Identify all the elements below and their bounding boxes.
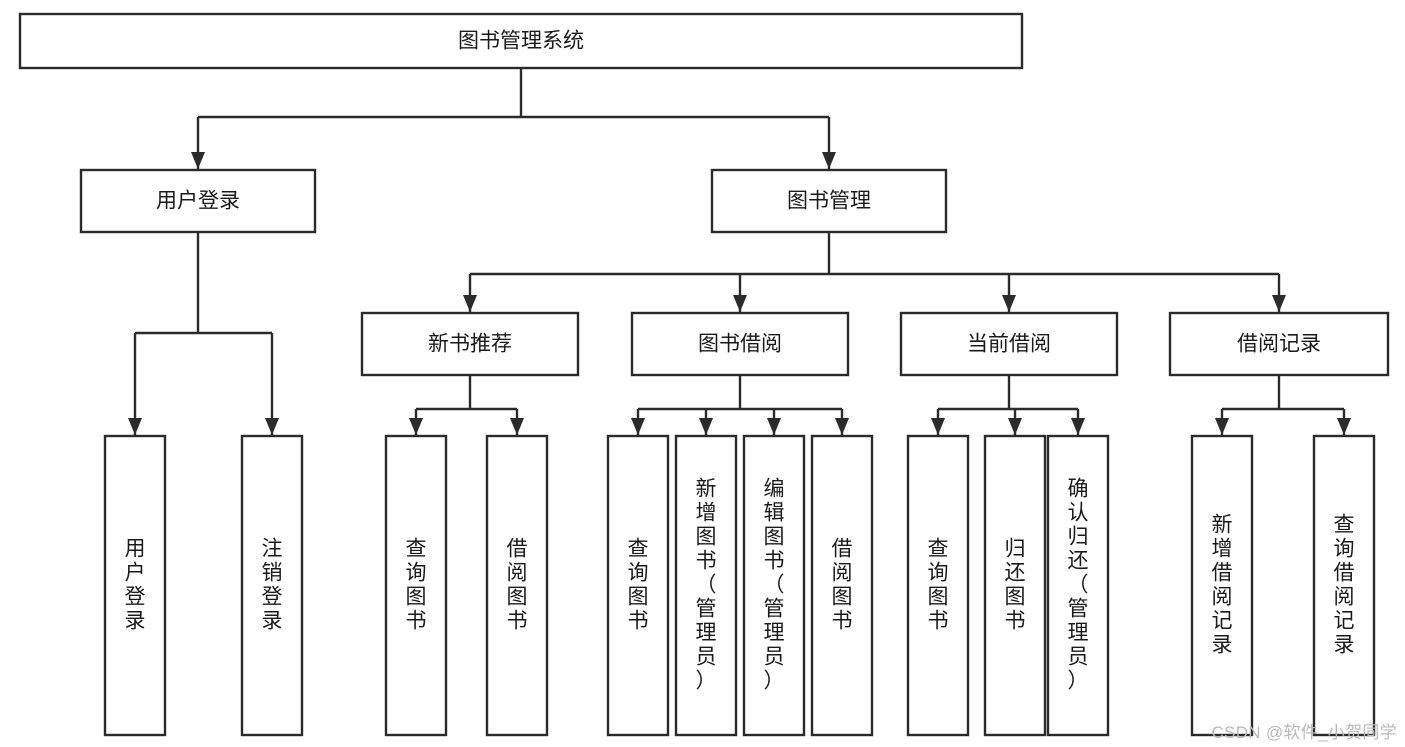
leaf-node-6[interactable]: 编辑图书（管理员） — [742, 434, 806, 737]
level3-node-label: 借阅记录 — [1237, 333, 1321, 356]
root-node-rect[interactable] — [18, 12, 1024, 70]
leaf-node-rect[interactable] — [240, 434, 304, 737]
leaf-node-label: 注销登录 — [262, 538, 283, 633]
level3-node-rect[interactable] — [360, 311, 580, 377]
leaf-node-label: 新增图书（管理员） — [696, 478, 717, 693]
leaf-node-3[interactable]: 借阅图书 — [485, 434, 549, 737]
leaf-node-rect[interactable] — [674, 434, 738, 737]
level3-node-label: 图书借阅 — [698, 333, 782, 356]
level2-node-label: 图书管理 — [787, 190, 871, 213]
leaf-node-rect[interactable] — [606, 434, 670, 737]
arrow-head-icon — [1071, 418, 1085, 435]
level3-node-3[interactable]: 借阅记录 — [1168, 311, 1390, 377]
leaf-node-label: 查询图书 — [628, 538, 649, 633]
leaf-node-label: 查询图书 — [406, 538, 427, 633]
arrow-head-icon — [1008, 418, 1022, 435]
leaf-node-11[interactable]: 新增借阅记录 — [1190, 434, 1254, 737]
leaf-node-8[interactable]: 查询图书 — [906, 434, 970, 737]
leaf-node-4[interactable]: 查询图书 — [606, 434, 670, 737]
level3-node-label: 新书推荐 — [428, 333, 512, 356]
leaf-node-7[interactable]: 借阅图书 — [810, 434, 874, 737]
leaf-node-label: 确认归还（管理员） — [1068, 478, 1089, 693]
leaf-node-12[interactable]: 查询借阅记录 — [1312, 434, 1376, 737]
leaf-node-rect[interactable] — [1190, 434, 1254, 737]
leaf-node-rect[interactable] — [103, 434, 167, 737]
level2-node-rect[interactable] — [79, 168, 317, 234]
leaf-node-9[interactable]: 归还图书 — [983, 434, 1047, 737]
level2-node-rect[interactable] — [710, 168, 948, 234]
leaf-node-2[interactable]: 查询图书 — [384, 434, 448, 737]
arrow-head-icon — [128, 418, 142, 435]
root-node-0[interactable]: 图书管理系统 — [18, 12, 1024, 70]
leaf-node-label: 借阅图书 — [832, 538, 853, 633]
leaf-node-1[interactable]: 注销登录 — [240, 434, 304, 737]
level3-node-2[interactable]: 当前借阅 — [899, 311, 1119, 377]
arrow-head-icon — [265, 418, 279, 435]
arrow-head-icon — [1272, 295, 1286, 312]
leaf-node-rect[interactable] — [906, 434, 970, 737]
level3-node-rect[interactable] — [1168, 311, 1390, 377]
level3-node-1[interactable]: 图书借阅 — [630, 311, 850, 377]
level3-node-0[interactable]: 新书推荐 — [360, 311, 580, 377]
leaf-node-label: 用户登录 — [125, 538, 146, 633]
leaf-node-rect[interactable] — [810, 434, 874, 737]
leaf-node-label: 查询借阅记录 — [1334, 514, 1355, 657]
leaf-node-label: 新增借阅记录 — [1212, 514, 1233, 657]
arrow-head-icon — [463, 295, 477, 312]
level2-node-label: 用户登录 — [156, 190, 240, 213]
arrow-head-icon — [510, 418, 524, 435]
leaf-node-10[interactable]: 确认归还（管理员） — [1046, 434, 1110, 737]
leaf-node-label: 借阅图书 — [507, 538, 528, 633]
root-node-label: 图书管理系统 — [458, 30, 584, 53]
leaf-node-0[interactable]: 用户登录 — [103, 434, 167, 737]
arrow-head-icon — [835, 418, 849, 435]
leaf-node-5[interactable]: 新增图书（管理员） — [674, 434, 738, 737]
arrow-head-icon — [1337, 418, 1351, 435]
leaf-node-rect[interactable] — [384, 434, 448, 737]
arrow-head-icon — [931, 418, 945, 435]
arrow-head-icon — [1215, 418, 1229, 435]
arrow-head-icon — [767, 418, 781, 435]
arrow-head-icon — [733, 295, 747, 312]
arrow-head-icon — [409, 418, 423, 435]
leaf-node-label: 编辑图书（管理员） — [764, 478, 785, 693]
leaf-node-rect[interactable] — [742, 434, 806, 737]
leaf-node-rect[interactable] — [1312, 434, 1376, 737]
level3-node-label: 当前借阅 — [967, 333, 1051, 356]
level3-node-rect[interactable] — [899, 311, 1119, 377]
leaf-node-rect[interactable] — [983, 434, 1047, 737]
leaf-node-rect[interactable] — [485, 434, 549, 737]
leaf-node-rect[interactable] — [1046, 434, 1110, 737]
arrow-head-icon — [699, 418, 713, 435]
level2-node-0[interactable]: 用户登录 — [79, 168, 317, 234]
arrow-head-icon — [1002, 295, 1016, 312]
arrow-head-icon — [191, 152, 205, 169]
leaf-node-label: 查询图书 — [928, 538, 949, 633]
arrow-head-icon — [631, 418, 645, 435]
node-layer: 图书管理系统用户登录图书管理新书推荐图书借阅当前借阅借阅记录用户登录注销登录查询… — [18, 12, 1390, 737]
leaf-node-label: 归还图书 — [1005, 538, 1026, 633]
csdn-watermark: CSDN @软件_小贺同学 — [1211, 723, 1397, 742]
level3-node-rect[interactable] — [630, 311, 850, 377]
connector-layer — [128, 68, 1351, 435]
level2-node-1[interactable]: 图书管理 — [710, 168, 948, 234]
arrow-head-icon — [822, 152, 836, 169]
